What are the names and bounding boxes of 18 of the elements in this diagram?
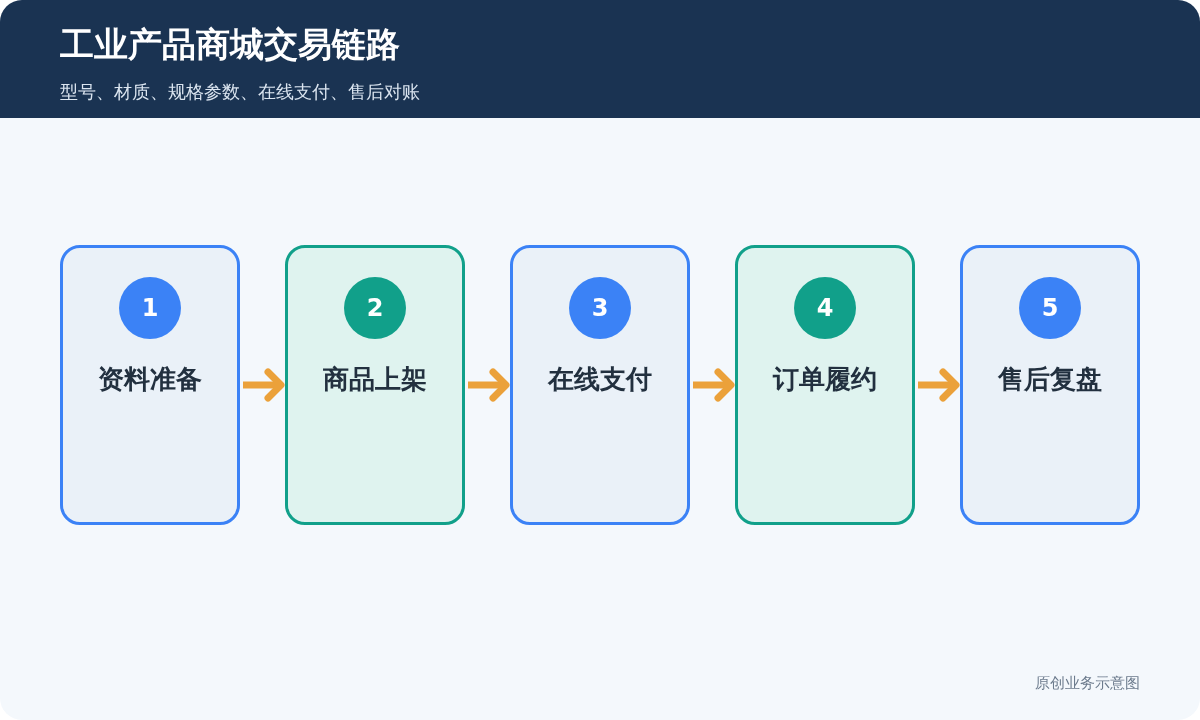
step-number-badge: 4 <box>794 277 856 339</box>
step-number-badge: 5 <box>1019 277 1081 339</box>
step-card <box>735 245 915 525</box>
step-title: 订单履约 <box>771 363 878 396</box>
step-number-badge: 1 <box>119 277 181 339</box>
footnote: 原创业务示意图 <box>1035 674 1140 693</box>
step-card <box>60 245 240 525</box>
step-number-badge: 3 <box>569 277 631 339</box>
step-title: 售后复盘 <box>997 363 1103 396</box>
step-card <box>285 245 465 525</box>
subtitle: 型号、材质、规格参数、在线支付、售后对账 <box>60 80 420 104</box>
step-title: 在线支付 <box>546 363 653 396</box>
step-card <box>960 245 1140 525</box>
step-card <box>510 245 690 525</box>
step-title: 资料准备 <box>97 363 203 396</box>
title: 工业产品商城交易链路 <box>60 23 400 66</box>
step-number-badge: 2 <box>344 277 406 339</box>
step-title: 商品上架 <box>322 363 428 396</box>
